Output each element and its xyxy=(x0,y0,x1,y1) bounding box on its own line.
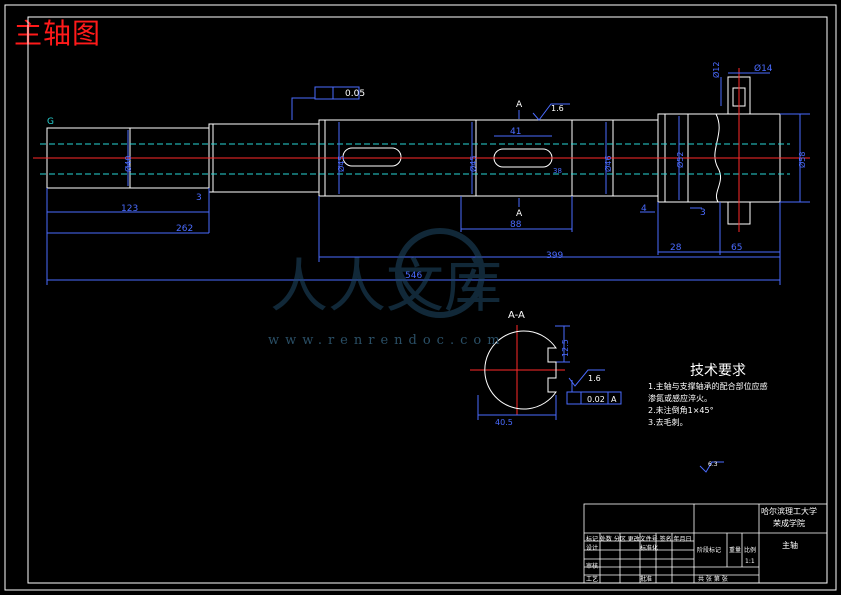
watermark-logo: 人人文库 xyxy=(270,228,502,320)
row-header: 标记 处数 分区 更改文件号 签名 年月日 xyxy=(586,536,692,543)
school-line1: 哈尔滨理工大学 xyxy=(761,507,817,516)
dimension-text: 123 3 262 88 41 399 546 4 3 28 65 Ø14 38… xyxy=(47,62,807,468)
school-line2: 荣成学院 xyxy=(773,519,805,528)
part-name: 主轴 xyxy=(782,541,798,550)
section-view xyxy=(484,330,557,410)
dim-41: 41 xyxy=(510,127,521,137)
tb-design: 设计 xyxy=(586,545,599,552)
datum-a: A xyxy=(611,395,617,404)
tol-perp: 0.02 xyxy=(587,395,605,404)
dim-262: 262 xyxy=(176,224,193,234)
watermark-url: www.renrendoc.com xyxy=(268,333,506,348)
dim-d45b: Ø45 xyxy=(468,156,478,172)
dim-65: 65 xyxy=(731,243,742,253)
tb-scale: 1:1 xyxy=(745,558,755,565)
dim-d40: Ø40 xyxy=(123,156,133,172)
sec-label: A-A xyxy=(508,310,525,321)
shaft-outline xyxy=(46,76,781,225)
inner-border xyxy=(27,16,828,584)
dim-sec-key: 12.5 xyxy=(561,339,570,357)
dim-d58: Ø58 xyxy=(797,152,807,168)
dim-key: 38 xyxy=(553,167,562,175)
rough-a: 1.6 xyxy=(551,104,564,113)
center-lines xyxy=(33,68,810,415)
dim-123: 123 xyxy=(121,204,138,214)
dim-d45a: Ø45 xyxy=(336,156,346,172)
tb-weight: 重量 xyxy=(729,547,742,554)
tech-line-3: 2.未注倒角1×45° xyxy=(648,406,714,415)
outer-border xyxy=(4,4,837,591)
title-block xyxy=(583,503,828,584)
dim-28: 28 xyxy=(670,243,682,253)
tb-standard: 标准化 xyxy=(640,545,659,552)
label-g: G xyxy=(47,117,54,127)
dimension-lines xyxy=(46,72,810,473)
sec-dia: 40.5 xyxy=(495,418,513,427)
dim-3b: 3 xyxy=(700,208,706,218)
dim-88: 88 xyxy=(510,220,522,230)
tb-review: 审核 xyxy=(586,563,599,570)
dim-3a: 3 xyxy=(196,193,202,203)
tb-sheets: 共 张 第 张 xyxy=(698,576,728,583)
sec-a-bot: A xyxy=(516,209,523,219)
rough-general: 6.3 xyxy=(708,461,718,468)
dim-399: 399 xyxy=(546,251,563,261)
dim-d12: Ø12 xyxy=(711,62,721,78)
tol-flat: 0.05 xyxy=(345,89,365,99)
tech-line-2: 渗氮或感应淬火。 xyxy=(648,394,712,403)
rough-b: 1.6 xyxy=(588,374,601,383)
tb-process: 工艺 xyxy=(586,576,599,583)
tech-title: 技术要求 xyxy=(690,363,746,379)
dim-4: 4 xyxy=(641,204,647,214)
tb-approve: 批准 xyxy=(640,576,653,583)
dim-d14: Ø14 xyxy=(754,63,773,74)
tech-line-1: 1.主轴与支撑轴承的配合部位应感 xyxy=(648,382,768,391)
dim-d46: Ø46 xyxy=(603,156,613,172)
tb-ratio: 比例 xyxy=(744,547,757,554)
watermark-text: 人人文库 xyxy=(270,252,502,320)
dim-d52: Ø52 xyxy=(675,152,685,168)
sec-a-top: A xyxy=(516,100,523,110)
tb-stage: 阶段标记 xyxy=(697,547,722,554)
hidden-lines xyxy=(40,143,790,175)
dim-546: 546 xyxy=(405,271,422,281)
tech-line-4: 3.去毛刺。 xyxy=(648,418,688,427)
